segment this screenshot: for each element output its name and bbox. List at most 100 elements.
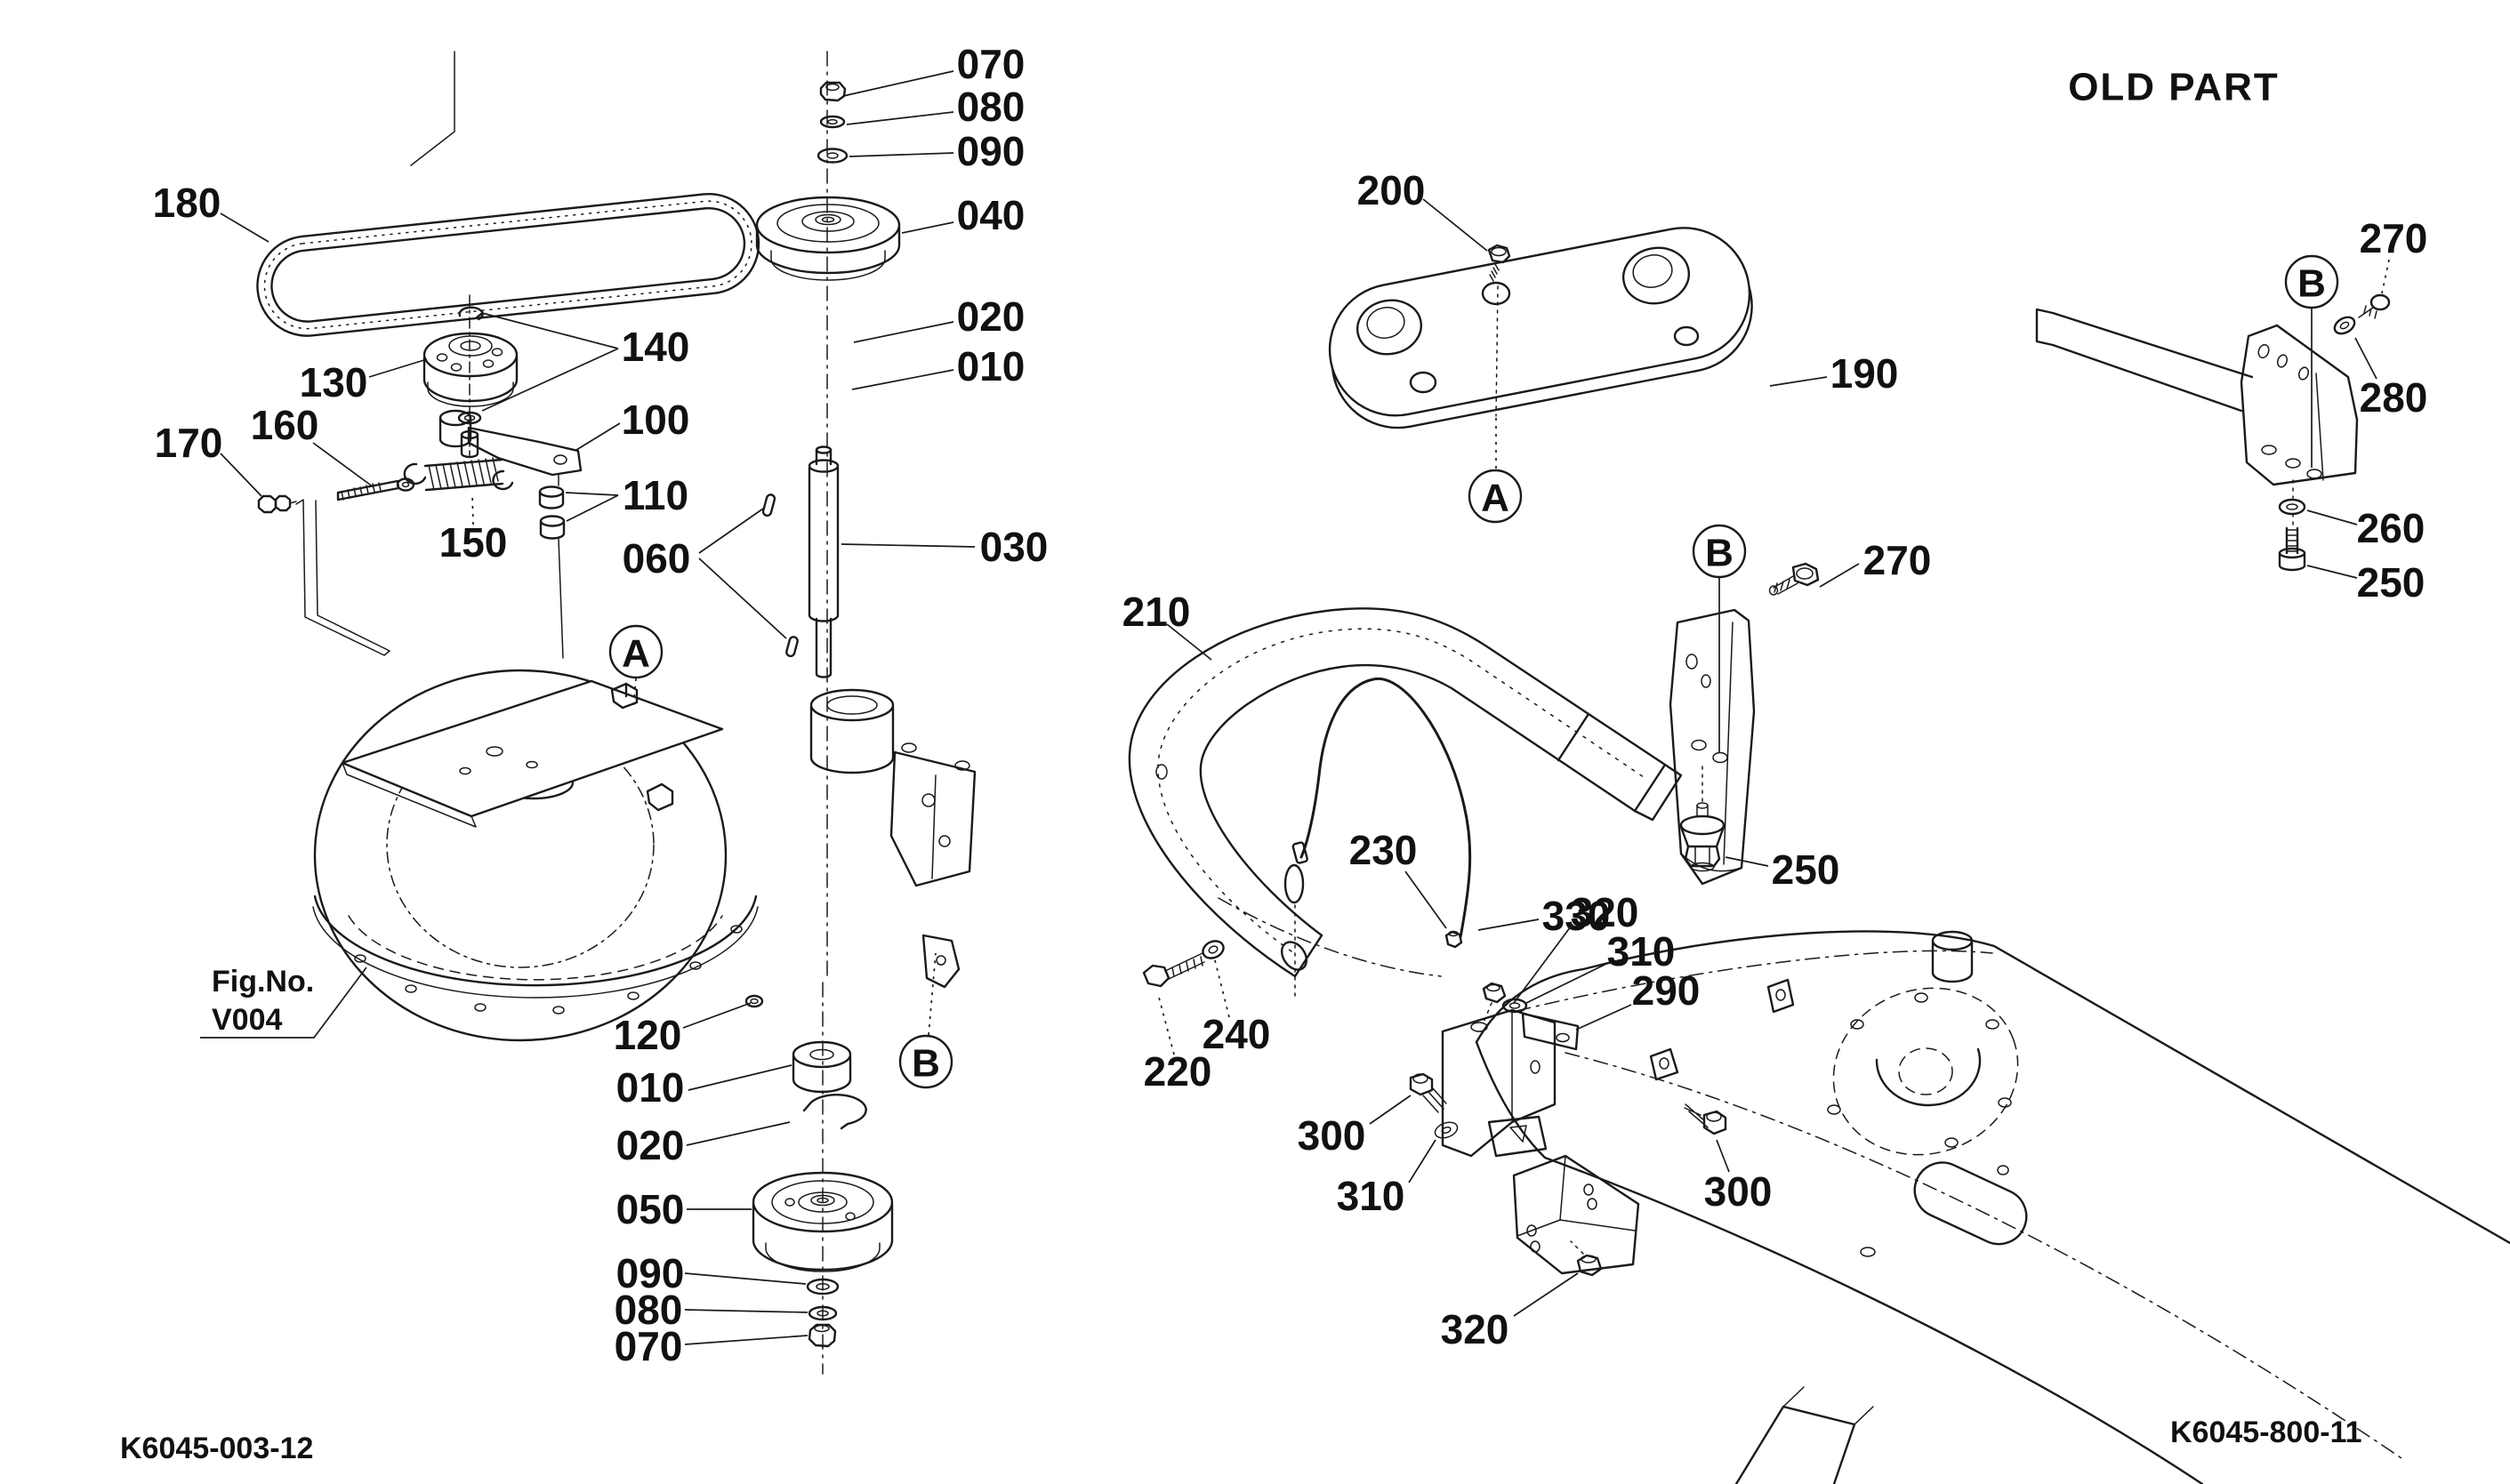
washer-080-top xyxy=(819,115,846,129)
screw-250-old xyxy=(2278,526,2306,572)
callout-label-310: 310 xyxy=(1337,1173,1405,1219)
callout-label-120: 120 xyxy=(614,1012,682,1058)
reference-marker-letter-A: A xyxy=(622,632,650,676)
cable-330 xyxy=(1283,677,1472,999)
callout-label-060: 060 xyxy=(623,535,691,582)
leader-line xyxy=(220,213,270,243)
callout-label-030: 030 xyxy=(980,524,1049,570)
leader-line xyxy=(1477,918,1540,931)
leader-line xyxy=(853,321,954,343)
pulley-050 xyxy=(752,1171,894,1272)
key-pins-060 xyxy=(761,493,799,658)
callout-label-320: 320 xyxy=(1441,1306,1509,1352)
leader-line xyxy=(684,1335,809,1345)
leader-line xyxy=(2306,509,2358,525)
leader-line xyxy=(1525,963,1607,1004)
reference-marker-letter-B: B xyxy=(912,1042,940,1086)
leader-line xyxy=(684,1309,809,1313)
leader-line xyxy=(1725,856,1769,867)
callout-label-320: 320 xyxy=(1571,889,1639,935)
callout-label-190: 190 xyxy=(1830,350,1899,397)
washer-260 xyxy=(2278,498,2306,516)
leader-line xyxy=(842,70,954,97)
fig-no-label: Fig.No. xyxy=(212,965,314,999)
callout-label-010: 010 xyxy=(957,343,1026,389)
leader-line xyxy=(575,422,621,451)
knob-250-main xyxy=(1679,766,1726,872)
leader-line xyxy=(1214,959,1230,1018)
housing-cover-v004 xyxy=(312,669,764,1042)
reference-marker-circle-B xyxy=(1692,524,1747,579)
reference-marker-circle-B xyxy=(2284,254,2339,309)
marker-leader-line xyxy=(928,952,937,1036)
nut-070-top xyxy=(819,81,847,102)
callout-label-150: 150 xyxy=(439,519,508,566)
leader-line xyxy=(686,1121,791,1146)
leader-line xyxy=(481,348,619,412)
callout-label-240: 240 xyxy=(1203,1011,1271,1057)
leader-line xyxy=(1408,1139,1436,1183)
leader-line xyxy=(682,1002,752,1029)
callout-label-070: 070 xyxy=(957,41,1026,87)
belt-180 xyxy=(256,192,760,337)
old-part-detail-drawing xyxy=(2035,293,2391,572)
leader-line xyxy=(1404,870,1447,929)
fig-no-value: V004 xyxy=(212,1003,282,1037)
callout-label-280: 280 xyxy=(2360,374,2428,421)
old-bracket xyxy=(2240,324,2359,486)
callout-label-090: 090 xyxy=(957,128,1026,174)
brake-rod xyxy=(295,499,390,656)
figure-code-left: K6045-003-12 xyxy=(120,1432,313,1465)
callout-label-300: 300 xyxy=(1298,1112,1366,1159)
pulley-040 xyxy=(755,196,901,281)
leader-line xyxy=(1575,1004,1632,1031)
spindle-collar-bracket xyxy=(809,688,977,989)
callout-label-040: 040 xyxy=(957,192,1026,238)
leader-line xyxy=(901,221,954,234)
reference-marker-circle-A xyxy=(1468,469,1523,524)
centerline xyxy=(822,51,828,1375)
reference-marker-letter-B: B xyxy=(2297,262,2326,306)
left-assembly-drawing xyxy=(200,51,977,1375)
callout-label-270: 270 xyxy=(1863,537,1932,583)
shaft-030 xyxy=(808,445,840,678)
leader-line xyxy=(1716,1139,1730,1173)
cover-plate-190 xyxy=(1328,227,1753,429)
callout-label-180: 180 xyxy=(153,180,221,226)
bearing-010-lower xyxy=(792,1040,852,1094)
callout-label-080: 080 xyxy=(957,84,1026,130)
spring-150 xyxy=(403,457,514,492)
mount-bracket-B xyxy=(1669,608,1756,886)
tension-arm-100 xyxy=(438,409,583,477)
nut-070-lower xyxy=(808,1323,837,1348)
callout-label-270: 270 xyxy=(2360,215,2428,261)
washer-090-top xyxy=(817,148,849,164)
leader-line xyxy=(220,453,262,497)
leader-line xyxy=(698,558,787,639)
callout-label-080: 080 xyxy=(615,1287,683,1333)
callout-label-070: 070 xyxy=(615,1323,683,1369)
leader-line xyxy=(368,358,428,378)
leader-line xyxy=(2354,337,2377,380)
leader-line xyxy=(841,543,976,548)
bolt-220-washer-240 xyxy=(1142,940,1225,988)
tube-arm xyxy=(2035,308,2254,413)
leader-line xyxy=(688,1064,792,1091)
leader-line xyxy=(684,1272,807,1285)
old-part-title: OLD PART xyxy=(2068,66,2280,109)
nuts-170 xyxy=(257,494,297,514)
leader-line xyxy=(2306,565,2358,579)
leader-line xyxy=(1513,926,1572,1004)
callout-label-210: 210 xyxy=(1122,589,1191,635)
leader-line xyxy=(846,111,954,125)
callout-label-290: 290 xyxy=(1632,967,1701,1014)
callout-label-250: 250 xyxy=(2357,559,2426,606)
callout-label-330: 330 xyxy=(1542,893,1611,939)
reference-marker-circle-A xyxy=(608,624,664,679)
callout-label-300: 300 xyxy=(1704,1168,1773,1215)
callout-label-170: 170 xyxy=(155,420,223,466)
callout-label-250: 250 xyxy=(1772,846,1840,893)
reference-marker-letter-B: B xyxy=(1705,532,1734,575)
snap-ring-020-lower xyxy=(802,1094,867,1130)
